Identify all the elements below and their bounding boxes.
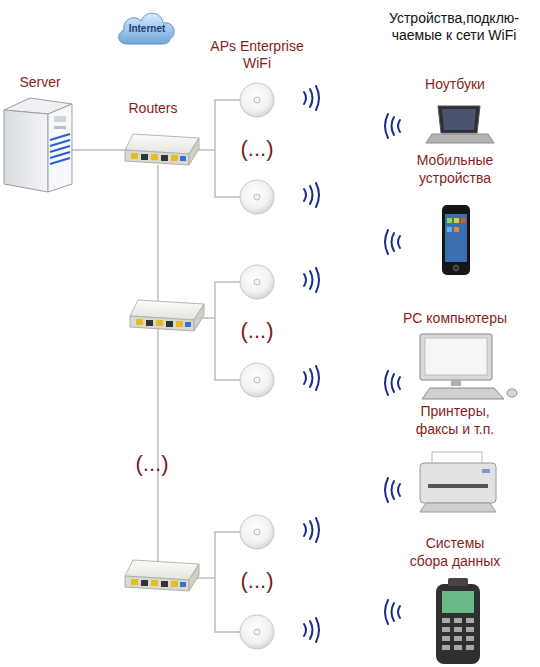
device-node: Ноутбуки (380, 76, 530, 146)
node-heading: Мобильные устройства (405, 152, 505, 187)
pc-icon (420, 334, 517, 399)
group-label: APs Enterprise WiFi (203, 38, 311, 72)
node-heading: Internet (116, 23, 178, 36)
laptop-icon (426, 106, 494, 143)
device-node: Принтеры, факсы и т.п. (380, 403, 530, 513)
node-heading: Принтеры, факсы и т.п. (408, 403, 503, 438)
internet-cloud: Internet (114, 8, 180, 48)
printer-icon (420, 452, 496, 512)
phone-icon (442, 205, 470, 275)
node-heading: Server (0, 74, 80, 92)
server-icon (4, 98, 72, 192)
device-node: Системы сбора данных (380, 535, 530, 665)
device-node: Мобильные устройства (380, 152, 530, 278)
node-heading: Системы сбора данных (409, 535, 501, 570)
ellipsis-mark: (...) (227, 568, 287, 594)
scanner-icon (436, 578, 480, 664)
group-label: Routers (115, 100, 191, 117)
ellipsis-mark: (...) (122, 451, 182, 477)
node-heading: PC компьютеры (385, 310, 525, 328)
ellipsis-mark: (...) (227, 318, 287, 344)
server-node: Server (0, 74, 80, 196)
ellipsis-mark: (...) (227, 136, 287, 162)
device-node: PC компьютеры (380, 310, 530, 402)
node-heading: Ноутбуки (385, 76, 525, 94)
diagram-title: Устройства,подклю- чаемые к сети WiFi (368, 10, 540, 44)
